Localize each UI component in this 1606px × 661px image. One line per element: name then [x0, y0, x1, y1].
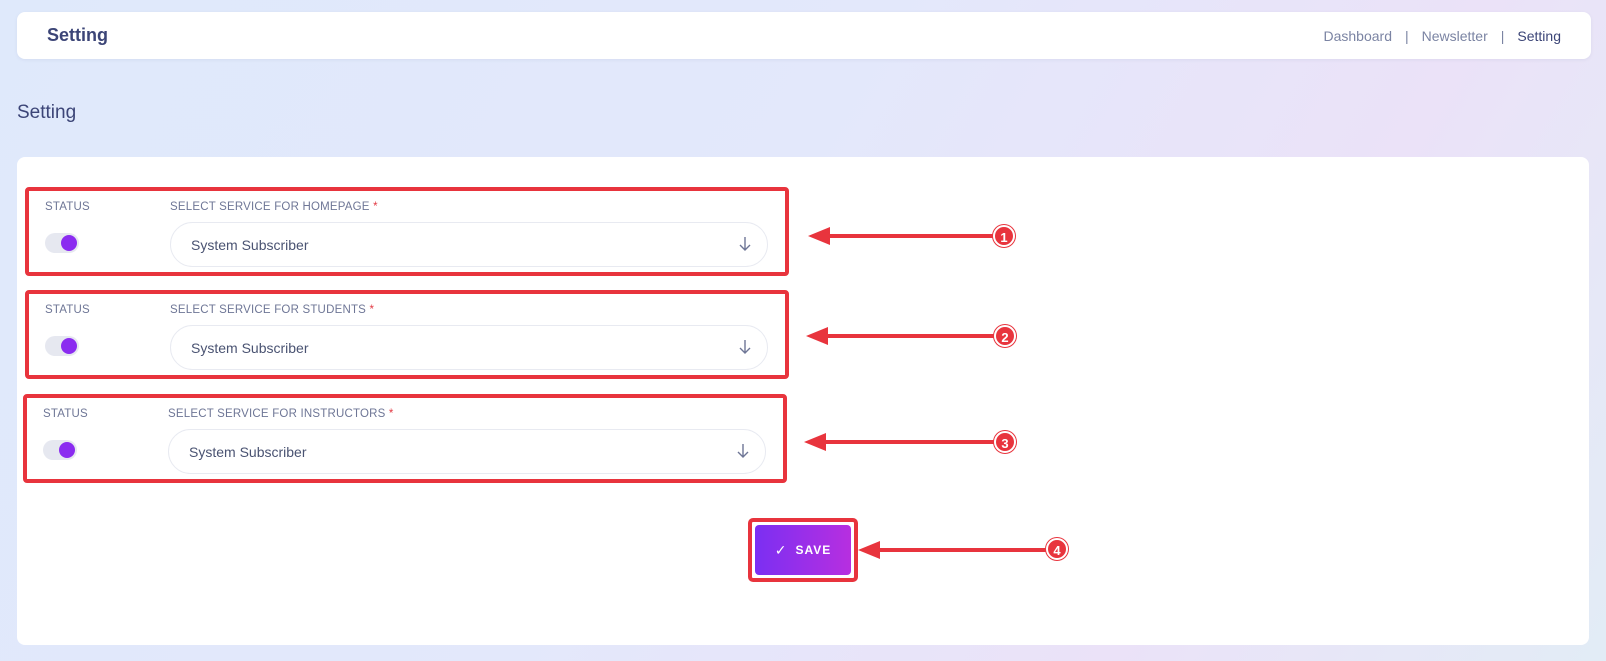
select-label-homepage: SELECT SERVICE FOR HOMEPAGE *: [170, 201, 378, 213]
callout-badge-1: 1: [993, 225, 1015, 247]
header-title: Setting: [47, 25, 108, 45]
callout-arrowhead: [806, 327, 828, 345]
breadcrumb-separator: |: [1500, 28, 1505, 44]
callout-badge-2: 2: [994, 325, 1016, 347]
toggle-knob: [61, 235, 77, 251]
callout-badge-4: 4: [1046, 538, 1068, 560]
breadcrumb-separator: |: [1404, 28, 1409, 44]
status-toggle-instructors[interactable]: [43, 440, 77, 460]
service-select-homepage[interactable]: System Subscriber: [170, 222, 768, 267]
save-button[interactable]: ✓ SAVE: [755, 525, 851, 575]
service-select-students[interactable]: System Subscriber: [170, 325, 768, 370]
select-value: System Subscriber: [191, 340, 309, 356]
status-label: STATUS: [43, 408, 88, 420]
breadcrumb-setting: Setting: [1517, 28, 1561, 44]
callout-arrowhead: [804, 433, 826, 451]
save-highlight-frame: [748, 518, 858, 582]
students-service-row: STATUS SELECT SERVICE FOR STUDENTS * Sys…: [25, 290, 789, 379]
callout-badge-3: 3: [994, 431, 1016, 453]
page-title: Setting: [17, 102, 77, 123]
instructors-service-row: STATUS SELECT SERVICE FOR INSTRUCTORS * …: [23, 394, 787, 483]
status-toggle-students[interactable]: [45, 336, 79, 356]
arrow-down-icon: [737, 444, 749, 458]
top-header: Setting Dashboard | Newsletter | Setting: [17, 12, 1591, 59]
callout-line: [822, 440, 1005, 444]
homepage-service-row: STATUS SELECT SERVICE FOR HOMEPAGE * Sys…: [25, 187, 789, 276]
arrow-down-icon: [739, 340, 751, 354]
save-label: SAVE: [795, 543, 832, 557]
breadcrumb: Dashboard | Newsletter | Setting: [1323, 28, 1561, 44]
breadcrumb-newsletter[interactable]: Newsletter: [1421, 28, 1488, 44]
toggle-knob: [59, 442, 75, 458]
select-value: System Subscriber: [191, 237, 309, 253]
service-select-instructors[interactable]: System Subscriber: [168, 429, 766, 474]
callout-line: [824, 334, 1005, 338]
select-label-instructors: SELECT SERVICE FOR INSTRUCTORS *: [168, 408, 394, 420]
status-toggle-homepage[interactable]: [45, 233, 79, 253]
breadcrumb-dashboard[interactable]: Dashboard: [1323, 28, 1392, 44]
arrow-down-icon: [739, 237, 751, 251]
check-icon: ✓: [774, 541, 788, 558]
status-label: STATUS: [45, 304, 90, 316]
status-label: STATUS: [45, 201, 90, 213]
select-value: System Subscriber: [189, 444, 307, 460]
toggle-knob: [61, 338, 77, 354]
callout-arrowhead: [808, 227, 830, 245]
callout-line: [876, 548, 1057, 552]
callout-arrowhead: [858, 541, 880, 559]
select-label-students: SELECT SERVICE FOR STUDENTS *: [170, 304, 375, 316]
callout-line: [826, 234, 1004, 238]
